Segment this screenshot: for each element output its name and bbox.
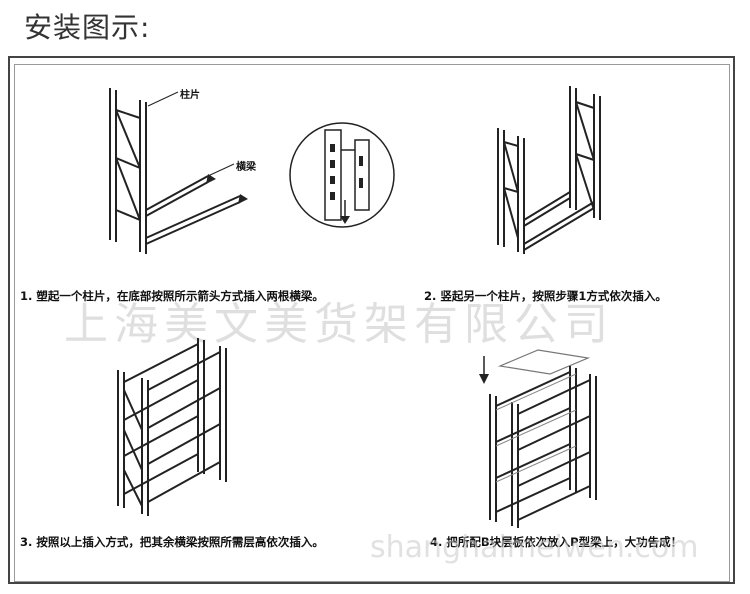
watermark-company: 上海美文美货架有限公司	[64, 299, 614, 350]
beam-label: 横梁	[236, 162, 256, 173]
step3-figure	[108, 330, 238, 520]
step4-caption: 4. 把所配B块层板依次放入P型梁上，大功告成！	[430, 535, 683, 549]
watermark-url: shanghaimeiwen.com	[370, 530, 699, 565]
step2-figure	[490, 80, 620, 265]
step1-figure	[90, 80, 248, 270]
step4-figure	[479, 340, 608, 530]
diagram-frame	[8, 56, 735, 584]
step3-caption: 3. 按照以上插入方式，把其余横梁按照所需层高依次插入。	[20, 535, 324, 549]
page-title: 安装图示:	[24, 11, 151, 44]
upright-label: 柱片	[180, 90, 200, 101]
connector-detail	[289, 122, 395, 228]
diagram-inner-frame	[14, 64, 730, 582]
step1-caption: 1. 塑起一个柱片，在底部按照所示箭头方式插入两根横梁。	[20, 289, 324, 303]
step2-caption: 2. 竖起另一个柱片，按照步骤1方式依次插入。	[424, 289, 667, 303]
